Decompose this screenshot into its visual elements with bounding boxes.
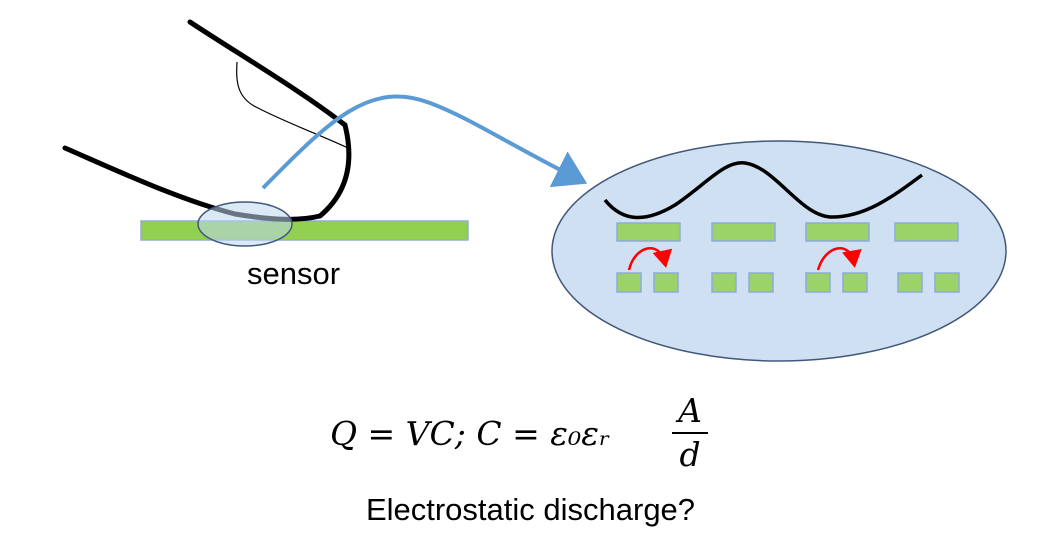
discharge-arrow-1	[627, 246, 673, 271]
zoom-detail-ellipse	[551, 140, 1007, 362]
sensor-bar	[140, 220, 469, 241]
bottom-electrode-4	[748, 272, 774, 293]
zoom-arrow	[261, 94, 588, 190]
bottom-electrode-8	[934, 272, 960, 293]
contact-zone-ellipse	[197, 201, 293, 247]
fingernail-line	[236, 61, 349, 149]
bottom-electrode-1	[616, 272, 642, 293]
top-electrode-3	[805, 222, 870, 242]
finger-outline	[62, 19, 352, 222]
bottom-electrode-6	[842, 272, 868, 293]
bottom-electrode-2	[653, 272, 679, 293]
bottom-electrode-7	[897, 272, 923, 293]
fraction-bar	[672, 432, 708, 434]
top-electrode-4	[894, 222, 959, 242]
capacitance-formula: Q = VC; C = ε₀εᵣ A d	[300, 392, 760, 482]
sensor-label: sensor	[247, 256, 341, 291]
skin-ridge-wave	[603, 161, 924, 220]
formula-numerator: A	[678, 391, 702, 430]
top-electrode-2	[711, 222, 776, 242]
discharge-arrow-2	[816, 246, 862, 271]
bottom-electrode-5	[805, 272, 831, 293]
top-electrode-1	[616, 222, 681, 242]
formula-lhs: Q = VC; C = ε₀εᵣ	[330, 414, 611, 453]
discharge-question: Electrostatic discharge?	[365, 492, 696, 527]
formula-denominator: d	[679, 435, 701, 474]
bottom-electrode-3	[711, 272, 737, 293]
formula-fraction: A d	[672, 392, 708, 474]
